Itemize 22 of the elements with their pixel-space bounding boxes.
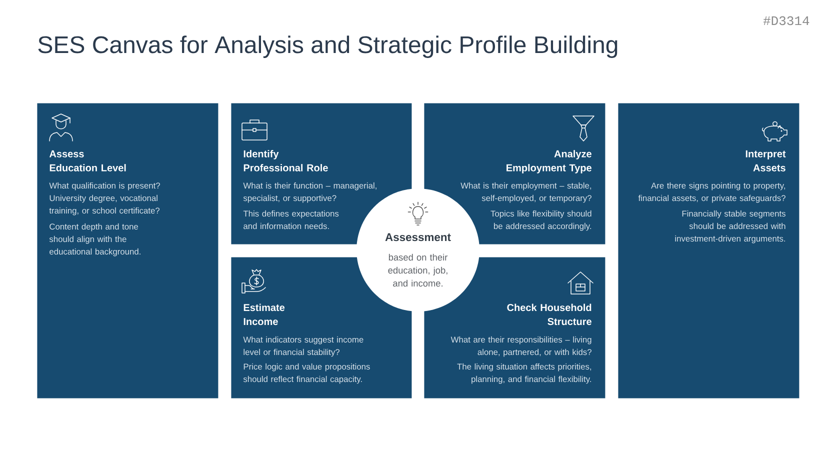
panel-text: What is their function – managerial, specialist, or supportive? [243,182,376,203]
panel-text: Topics like flexibility should be addressed accordingly. [490,210,592,231]
panel-text: What is their employment – stable, self-employed, or temporary? [460,182,592,203]
panel-text: What indicators suggest income level or financial stability? [243,336,364,357]
panel-text: The living situation affects priorities, planning, and financial flexibility. [457,363,592,384]
panel-text: What are their responsibilities – living alone, partnered, or with kids? [450,336,592,357]
title: SES Canvas for Analysis and Strategic Profile Building [38,36,618,58]
panel-text: This defines expectations and information needs. [243,210,339,230]
panel-heading: Analyze Employment Type [506,150,592,174]
panel-heading: Identify Professional Role [244,150,328,172]
panel-text: Are there signs pointing to property, financial assets, or private safeguards? [638,182,786,203]
circle-text: based on their education, job, and income. [388,254,448,287]
panel-heading: Interpret Assets [746,150,786,172]
panel-heading: Assess Education Level [49,150,126,172]
id-label: #D3314 [763,16,810,26]
panel-text: Content depth and tone should align with the educational background. [49,223,140,256]
panel-heading: Estimate Income [244,304,285,326]
panel-text: Price logic and value propositions should reflect financial capacity. [243,363,370,384]
panel-text: What qualification is present? University degree, vocational training, or school certificate? [49,182,160,216]
panel-heading: Check Household Structure [507,304,592,326]
circle-heading: Assessment [385,233,451,242]
panel-text: Financially stable segments should be addressed with investment-driven arguments. [675,210,786,244]
